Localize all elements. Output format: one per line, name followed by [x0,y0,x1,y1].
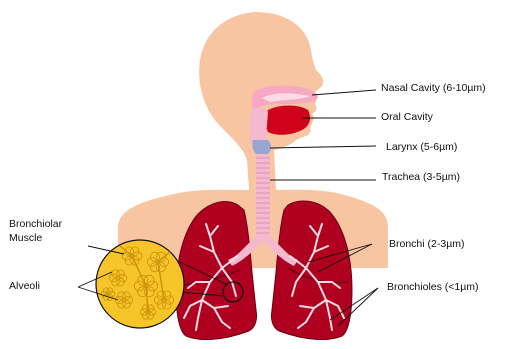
label-bronchi: Bronchi (2-3µm) [389,238,464,250]
trachea-tube [256,154,270,236]
alveoli-magnified-view [96,240,184,328]
larynx-region [252,140,271,154]
label-bronchiolar-muscle-line1: Bronchiolar [9,218,62,230]
pharynx-region [250,107,268,144]
label-nasal-cavity: Nasal Cavity (6-10µm) [381,82,486,94]
nasal-cavity-leader [312,90,376,95]
label-bronchioles: Bronchioles (<1µm) [387,281,479,293]
label-alveoli: Alveoli [9,280,40,292]
label-oral-cavity: Oral Cavity [381,111,433,123]
label-bronchiolar-muscle-line2: Muscle [9,232,42,244]
label-larynx: Larynx (5-6µm) [386,141,457,153]
label-trachea: Trachea (3-5µm) [382,171,460,183]
